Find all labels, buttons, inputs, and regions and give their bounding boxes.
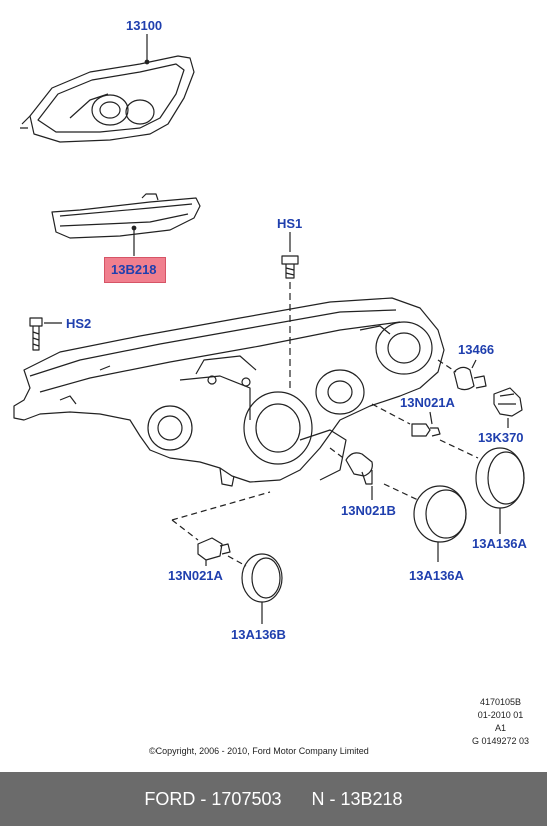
reference-code-1: 4170105B — [479, 697, 521, 707]
bulb-13466-drawing — [453, 359, 487, 391]
label-13A136A-mid: 13A136A — [409, 568, 464, 583]
reference-code-4: G 0149272 03 — [471, 736, 529, 746]
screw-HS2-drawing — [29, 317, 62, 351]
label-13A136A-right: 13A136A — [472, 536, 527, 551]
screw-HS1-drawing — [281, 232, 299, 390]
cap-13A136B-drawing — [227, 553, 283, 624]
footer-bar: FORD - 1707503 N - 13B218 — [0, 772, 547, 826]
label-13N021A-right: 13N021A — [400, 395, 455, 410]
label-13N021A-left: 13N021A — [168, 568, 223, 583]
bulb-13N021A-right-drawing — [371, 403, 441, 437]
label-HS2: HS2 — [66, 316, 92, 331]
copyright-notice: ©Copyright, 2006 - 2010, Ford Motor Comp… — [149, 746, 369, 756]
label-13N021B: 13N021B — [341, 503, 396, 518]
label-13A136B: 13A136B — [231, 627, 286, 642]
label-13100: 13100 — [126, 18, 163, 33]
cap-13A136A-mid-drawing — [383, 483, 467, 562]
highlight-box-13B218 — [104, 257, 166, 283]
headlamp-assembly-13100-drawing — [20, 34, 195, 143]
footer-spacer — [282, 789, 312, 810]
label-13B218: 13B218 — [111, 262, 157, 277]
footer-brand-part: FORD - 1707503 — [144, 788, 282, 809]
label-13466: 13466 — [458, 342, 495, 357]
footer-part-number: N - 13B218 — [311, 788, 403, 809]
reference-code-3: A1 — [494, 723, 506, 733]
lens-strip-13B218-drawing — [51, 193, 201, 256]
socket-13K370-drawing — [493, 387, 523, 428]
bulb-13N021A-left-drawing — [171, 491, 271, 566]
exploded-parts-diagram — [13, 34, 525, 624]
label-HS1: HS1 — [277, 216, 303, 231]
bulb-13N021B-drawing — [329, 447, 373, 500]
diagram-reference-codes: 4170105B 01-2010 01 A1 G 0149272 03 — [472, 696, 529, 748]
label-13K370: 13K370 — [478, 430, 524, 445]
reference-code-2: 01-2010 01 — [477, 710, 524, 720]
cap-13A136A-right-drawing — [439, 439, 525, 534]
headlamp-housing-drawing — [13, 297, 445, 487]
